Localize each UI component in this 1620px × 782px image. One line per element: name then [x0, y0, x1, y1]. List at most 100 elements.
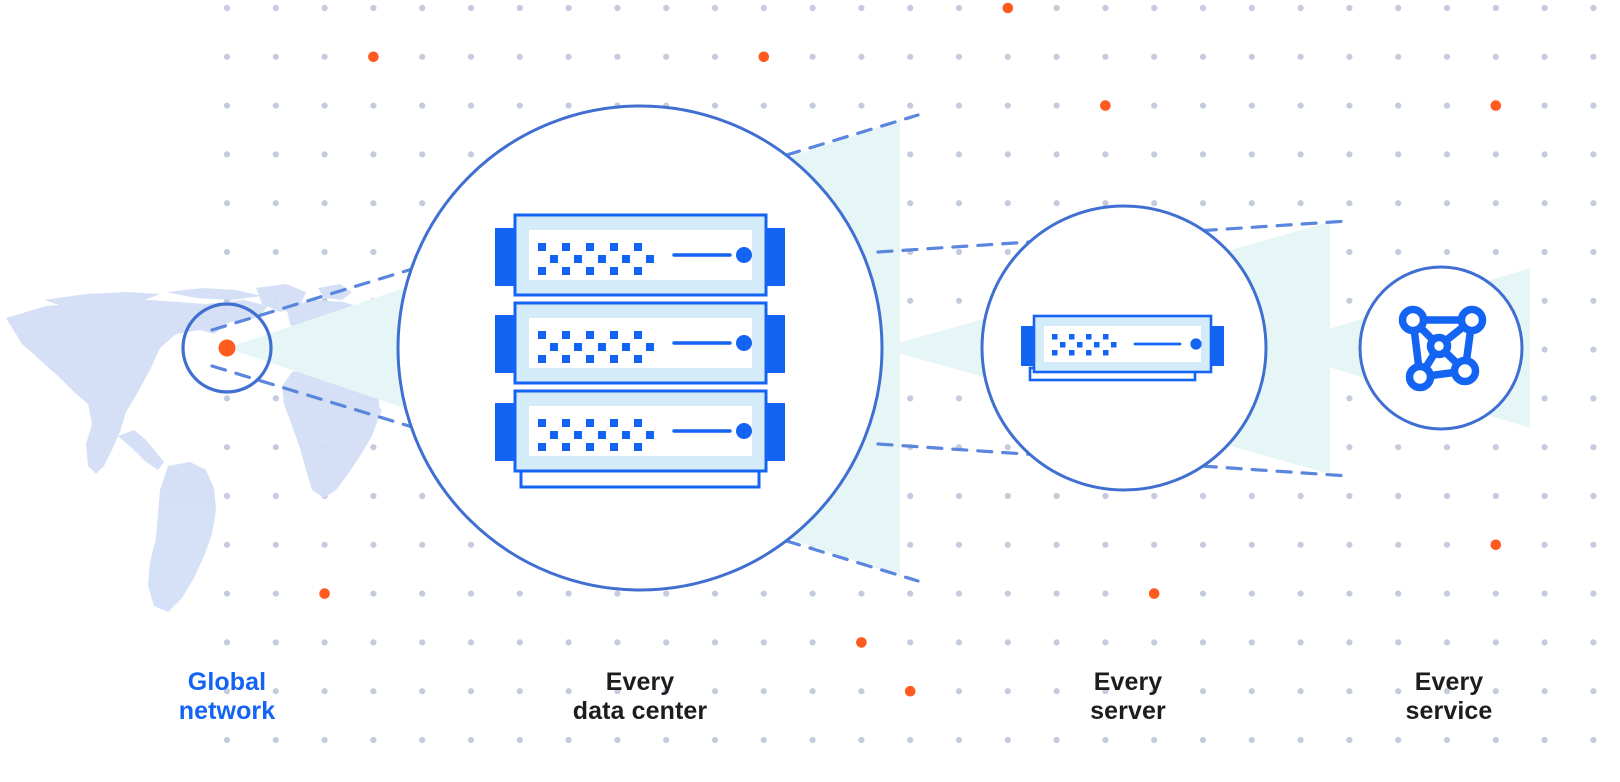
grid-dot [1492, 590, 1499, 597]
grid-dot [955, 53, 963, 60]
grid-dot [1248, 53, 1255, 60]
grid-dot [565, 590, 572, 597]
grid-dot [1199, 688, 1207, 695]
server-rack-icon [495, 213, 785, 489]
grid-dot [272, 4, 279, 12]
grid-dot [955, 688, 963, 695]
grid-dot-highlight [1490, 539, 1502, 551]
grid-dot [955, 736, 963, 744]
grid-dot [1590, 444, 1597, 451]
server-unit-tab-right [1210, 326, 1224, 366]
dash-upper-1 [210, 113, 920, 332]
grid-dot [760, 590, 767, 597]
grid-dot [272, 492, 279, 500]
grid-dot [1004, 102, 1011, 109]
grid-dot [272, 688, 279, 695]
grid-dot [1004, 590, 1011, 597]
grid-dot [321, 688, 328, 695]
grid-dot [1346, 590, 1353, 597]
grid-dot [419, 102, 426, 109]
grid-dot-highlight [1002, 2, 1014, 14]
grid-dot [1004, 688, 1011, 695]
grid-dot [1053, 200, 1060, 207]
grid-dot [370, 151, 377, 158]
grid-dot [711, 4, 719, 12]
grid-dot [272, 590, 279, 597]
grid-dot [370, 639, 377, 646]
grid-dot [1297, 200, 1304, 207]
grid-dot [1590, 346, 1597, 353]
grid-dot [1395, 444, 1402, 451]
grid-dot [419, 688, 426, 695]
grid-dot [1004, 639, 1011, 646]
grid-dot [711, 639, 719, 646]
grid-dot [907, 297, 914, 304]
grid-dot [1492, 444, 1499, 451]
grid-dot [1443, 736, 1451, 744]
grid-dot [1102, 688, 1109, 695]
grid-dot [1395, 736, 1402, 744]
grid-dot [1541, 200, 1548, 207]
grid-dot [907, 53, 914, 60]
grid-dot [272, 639, 279, 646]
grid-dot [760, 736, 767, 744]
grid-dot [1346, 541, 1353, 548]
grid-dot [1443, 151, 1451, 158]
grid-dot [565, 736, 572, 744]
grid-dot [1346, 444, 1353, 451]
grid-dot [663, 688, 670, 695]
grid-dot [1395, 639, 1402, 646]
grid-dot [614, 53, 621, 60]
grid-dot [223, 200, 231, 207]
grid-dot [955, 102, 963, 109]
grid-dot [614, 688, 621, 695]
rack-unit-1-led-dot [736, 247, 752, 263]
grid-dot [419, 53, 426, 60]
grid-dot [223, 151, 231, 158]
grid-dot [663, 4, 670, 12]
grid-dot [1297, 590, 1304, 597]
grid-dot [907, 200, 914, 207]
net-node-bottom-right [1450, 356, 1480, 386]
grid-dot [1199, 200, 1207, 207]
grid-dot [1590, 200, 1597, 207]
grid-dot [1395, 151, 1402, 158]
grid-dot [955, 4, 963, 12]
grid-dot [1102, 200, 1109, 207]
grid-dot [1151, 541, 1158, 548]
grid-dot [614, 590, 621, 597]
grid-dot [1151, 151, 1158, 158]
grid-dot [955, 590, 963, 597]
grid-dot [1443, 4, 1451, 12]
grid-dot [711, 736, 719, 744]
net-node-center [1426, 333, 1452, 359]
grid-dot [663, 639, 670, 646]
grid-dot [419, 200, 426, 207]
grid-dot [321, 151, 328, 158]
grid-dot [760, 639, 767, 646]
server-unit-tab-left [1021, 326, 1035, 366]
grid-dot [1492, 639, 1499, 646]
grid-dot [467, 541, 475, 548]
grid-dot [1541, 590, 1548, 597]
grid-dot [1590, 102, 1597, 109]
grid-dot [1346, 736, 1353, 744]
grid-dot [370, 102, 377, 109]
grid-dot [1443, 492, 1451, 500]
grid-dot [663, 590, 670, 597]
grid-dot [1248, 102, 1255, 109]
grid-dot [223, 736, 231, 744]
grid-dot [1199, 151, 1207, 158]
grid-dot [467, 4, 475, 12]
grid-dot [1102, 736, 1109, 744]
grid-dot [223, 639, 231, 646]
grid-dot [1492, 200, 1499, 207]
rack-unit-1-tab-left [495, 228, 514, 286]
grid-dot [565, 102, 572, 109]
grid-dot [565, 53, 572, 60]
grid-dot [907, 4, 914, 12]
rack-unit-2-tab-right [766, 315, 785, 373]
grid-dot [467, 688, 475, 695]
grid-dot [907, 395, 914, 402]
